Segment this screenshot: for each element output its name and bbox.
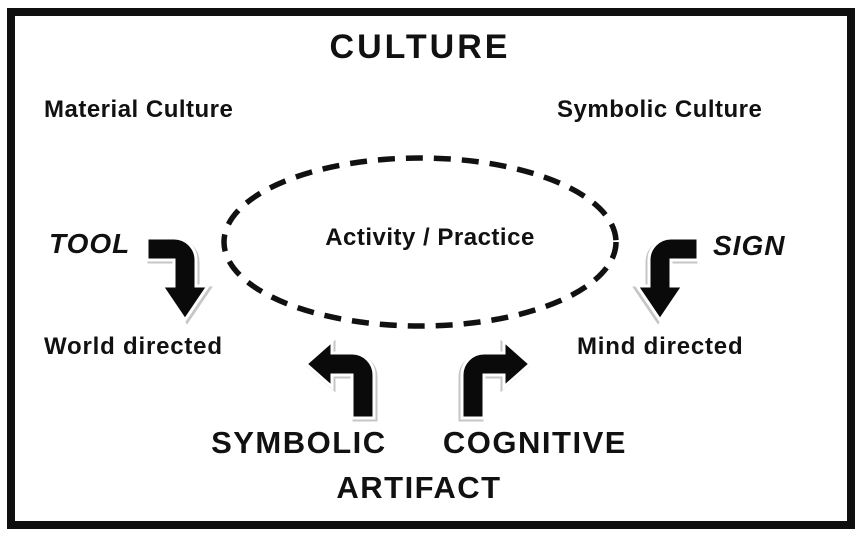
world-directed-label: World directed	[44, 333, 223, 360]
diagram-title: CULTURE	[329, 28, 511, 66]
material-culture-label: Material Culture	[44, 96, 234, 123]
mind-arrow-icon	[460, 337, 532, 420]
symbolic-culture-label: Symbolic Culture	[557, 96, 763, 123]
tool-label: TOOL	[49, 228, 131, 259]
tool-arrow-icon	[145, 236, 211, 323]
mind-directed-label: Mind directed	[577, 333, 744, 360]
sign-label: SIGN	[713, 230, 786, 261]
artifact-label: ARTIFACT	[336, 470, 502, 505]
symbolic-cognitive-label: SYMBOLIC COGNITIVE	[211, 425, 627, 460]
sign-arrow-icon	[634, 236, 700, 323]
world-arrow-icon	[304, 337, 376, 420]
activity-practice-label: Activity / Practice	[325, 224, 535, 251]
diagram-frame	[7, 8, 855, 529]
activity-ellipse-icon	[221, 155, 619, 329]
